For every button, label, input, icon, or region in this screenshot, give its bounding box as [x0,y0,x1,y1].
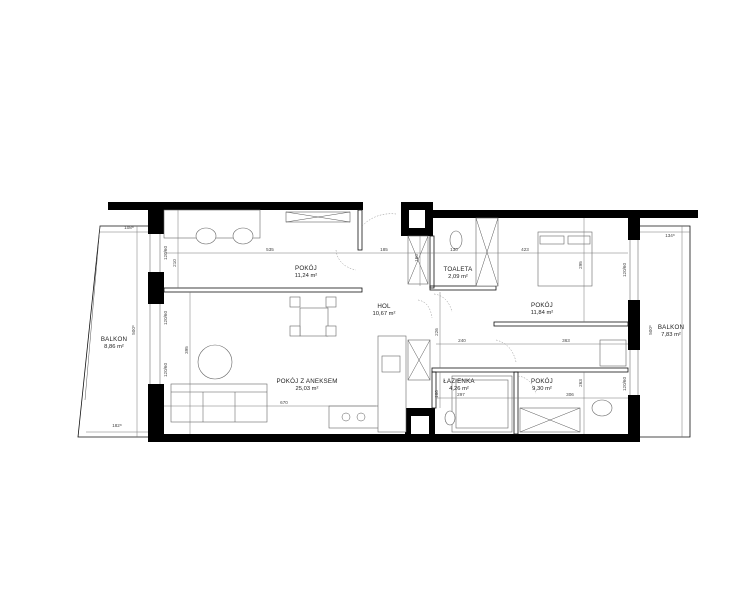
dim-297: 297 [457,392,465,397]
room-pokoj-2-name: POKÓJ [531,302,553,309]
room-hol-name: HOL [377,303,391,310]
dim-240: 240 [458,338,466,343]
dimension-lines [164,210,628,434]
room-pokoj-3-area: 9,30 m² [532,386,552,392]
furniture-toaleta [407,230,463,285]
room-balkon-right-area: 7,83 m² [661,332,681,338]
outer-walls [108,202,698,442]
balcony-right [633,225,691,438]
room-pokoj-2-area: 11,84 m² [531,310,554,316]
dim-130: 130 [450,247,458,252]
window-dim-2: 120/60 [163,311,168,325]
room-pokoj-aneks-name: POKÓJ Z ANEKSEM [276,378,337,385]
room-labels: POKÓJ 11,24 m² TOALETA 2,09 m² HOL 10,67… [101,265,684,392]
room-balkon-left-area: 8,86 m² [104,344,124,350]
furniture-lazienka [444,375,513,433]
furniture-pokoj-2 [475,217,593,287]
room-lazienka-name: ŁAZIENKA [443,378,475,385]
room-toaleta-area: 2,09 m² [448,274,468,280]
dim-134: 134⁸ [665,233,675,238]
dim-185: 185 [380,247,388,252]
furniture-pokoj-3 [519,339,627,433]
windows [149,234,639,395]
dim-670: 670 [280,400,288,405]
dim-263: 263 [578,379,583,387]
room-pokoj-1-name: POKÓJ [295,265,317,272]
dim-306: 306 [566,392,574,397]
dimension-labels: 535 185 130 423 240 363 670 297 306 108⁸… [112,225,675,428]
dim-423: 423 [521,247,529,252]
internal-walls [163,209,629,435]
doors [335,213,537,395]
room-balkon-left-name: BALKON [101,336,127,343]
furniture-salon [170,296,380,429]
dim-210: 210 [172,259,177,267]
dim-500-left: 500⁸ [131,325,136,335]
dim-160b: 160 [434,390,439,398]
room-toaleta-name: TOALETA [443,266,473,273]
furniture-kitchen [377,335,431,433]
room-lazienka-area: 4,26 m² [449,386,469,392]
dim-535: 535 [266,247,274,252]
window-dim-4: 120/60 [622,263,627,277]
room-pokoj-3-name: POKÓJ [531,378,553,385]
room-hol-area: 10,67 m² [373,311,396,317]
window-dim-5: 120/60 [622,377,627,391]
room-balkon-right-name: BALKON [658,324,684,331]
room-pokoj-1-area: 11,24 m² [295,273,318,279]
balcony-left [77,225,148,438]
dim-500-right: 500⁸ [648,325,653,335]
dim-160: 160 [414,254,419,262]
window-dim-1: 120/60 [163,246,168,260]
dim-226: 226 [434,328,439,336]
furniture-pokoj-1 [163,209,351,245]
dim-363: 363 [562,338,570,343]
dim-108: 108⁸ [124,225,134,230]
room-pokoj-aneks-area: 25,03 m² [296,386,319,392]
dim-182: 182⁸ [112,423,122,428]
dim-395: 395 [184,346,189,354]
window-dim-3: 120/60 [163,363,168,377]
dim-295: 295 [578,261,583,269]
